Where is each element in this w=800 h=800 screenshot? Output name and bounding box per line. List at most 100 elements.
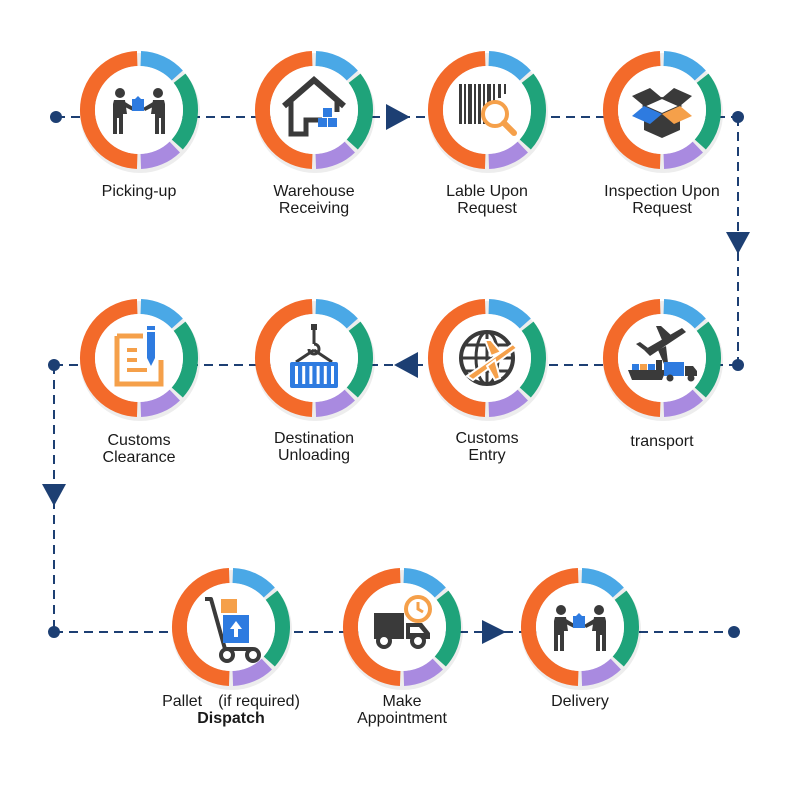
ring-inner xyxy=(95,314,183,402)
ring xyxy=(428,51,546,169)
ring-segment xyxy=(663,141,703,169)
ring-segment xyxy=(346,321,373,398)
ring-segment xyxy=(434,590,461,667)
ring-segment xyxy=(171,321,198,398)
ring-segment xyxy=(315,141,355,169)
ring-segment xyxy=(488,51,531,81)
dot-end xyxy=(728,626,740,638)
step-label-line-2: Request xyxy=(632,200,692,217)
ring-segment xyxy=(694,321,721,398)
ring-segment xyxy=(140,299,183,329)
step-make-appointment xyxy=(343,568,463,690)
ring-segment xyxy=(343,568,401,686)
ring xyxy=(603,299,721,417)
ring-segment xyxy=(603,299,661,417)
ring xyxy=(172,568,290,686)
step-label-line-2: Entry xyxy=(468,447,506,464)
ring-segment xyxy=(403,658,443,686)
step-destination-unloading xyxy=(255,299,375,421)
ring xyxy=(80,51,198,169)
document-pen-icon xyxy=(114,326,164,387)
ring-segment xyxy=(521,568,579,686)
ring-segment xyxy=(488,141,528,169)
step-label-line-2: Unloading xyxy=(277,447,351,464)
connector-dots xyxy=(48,111,744,638)
step-label-line-1: Customs xyxy=(107,432,171,449)
dot-corner-mid-right xyxy=(732,359,744,371)
ring-segment xyxy=(232,568,275,598)
ring-segment xyxy=(663,51,706,81)
step-label-line-2: Clearance xyxy=(102,449,176,466)
ring-segment xyxy=(315,389,355,417)
ring-segment xyxy=(140,141,180,169)
ring-segment xyxy=(172,568,230,686)
ring-segment xyxy=(80,299,138,417)
hand-truck-icon xyxy=(205,597,261,663)
ring-segment xyxy=(694,73,721,150)
ring-segment xyxy=(140,51,183,81)
warehouse-icon xyxy=(282,76,346,137)
step-label-line-1: Destination xyxy=(273,430,355,447)
truck-clock-icon xyxy=(374,595,432,649)
dot-corner-mid-left xyxy=(48,359,60,371)
arrow-right-row-1 xyxy=(386,104,410,130)
arrow-left-row-2 xyxy=(394,352,418,378)
ring-segment xyxy=(663,389,703,417)
ring xyxy=(255,51,373,169)
plane-ship-truck-icon xyxy=(628,326,697,382)
ring-segment xyxy=(80,51,138,169)
step-customs-entry xyxy=(428,299,548,421)
ring-segment xyxy=(428,51,486,169)
ring-segment xyxy=(581,658,621,686)
ring-segment xyxy=(315,51,358,81)
dot-start xyxy=(50,111,62,123)
step-picking-up xyxy=(80,51,200,173)
ring-segment xyxy=(232,658,272,686)
barcode-magnifier-icon xyxy=(459,84,517,136)
ring-segment xyxy=(255,51,313,169)
dot-corner-top-right xyxy=(732,111,744,123)
ring xyxy=(80,299,198,417)
step-label-pallet-dispatch: Pallet (if required)Dispatch xyxy=(151,693,311,727)
arrow-down-left xyxy=(42,484,66,506)
ring-segment xyxy=(612,590,639,667)
dot-corner-bottom-left xyxy=(48,626,60,638)
step-label-delivery: Delivery xyxy=(500,693,660,710)
steps-layer xyxy=(80,51,723,690)
step-label-line-1: Pallet (if required) xyxy=(162,693,300,710)
arrow-down-right xyxy=(726,232,750,254)
step-label-line-1: Make xyxy=(382,693,422,710)
globe-plane-icon xyxy=(459,330,519,386)
arrow-right-row-3 xyxy=(482,620,506,644)
step-label-line-2: Receiving xyxy=(278,200,350,217)
step-label-line-2: Request xyxy=(457,200,517,217)
step-label-transport: transport xyxy=(582,433,742,450)
crane-container-icon xyxy=(290,324,338,388)
ring xyxy=(603,51,721,169)
step-label-line-1: Delivery xyxy=(551,693,609,710)
step-label-line-1: Customs xyxy=(455,430,519,447)
ring xyxy=(343,568,461,686)
step-label-line-1: Warehouse xyxy=(273,183,355,200)
ring-segment xyxy=(519,73,546,150)
ring xyxy=(521,568,639,686)
ring-segment xyxy=(488,389,528,417)
ring-segment xyxy=(428,299,486,417)
ring-segment xyxy=(519,321,546,398)
ring-segment xyxy=(346,73,373,150)
step-label-picking-up: Picking-up xyxy=(59,183,219,200)
ring-segment xyxy=(488,299,531,329)
ring-segment xyxy=(663,299,706,329)
ring-segment xyxy=(603,51,661,169)
step-label-line-1: Lable Upon xyxy=(446,183,528,200)
ring-segment xyxy=(140,389,180,417)
handover-icon xyxy=(113,88,165,134)
ring-segment xyxy=(315,299,358,329)
ring-segment xyxy=(581,568,624,598)
